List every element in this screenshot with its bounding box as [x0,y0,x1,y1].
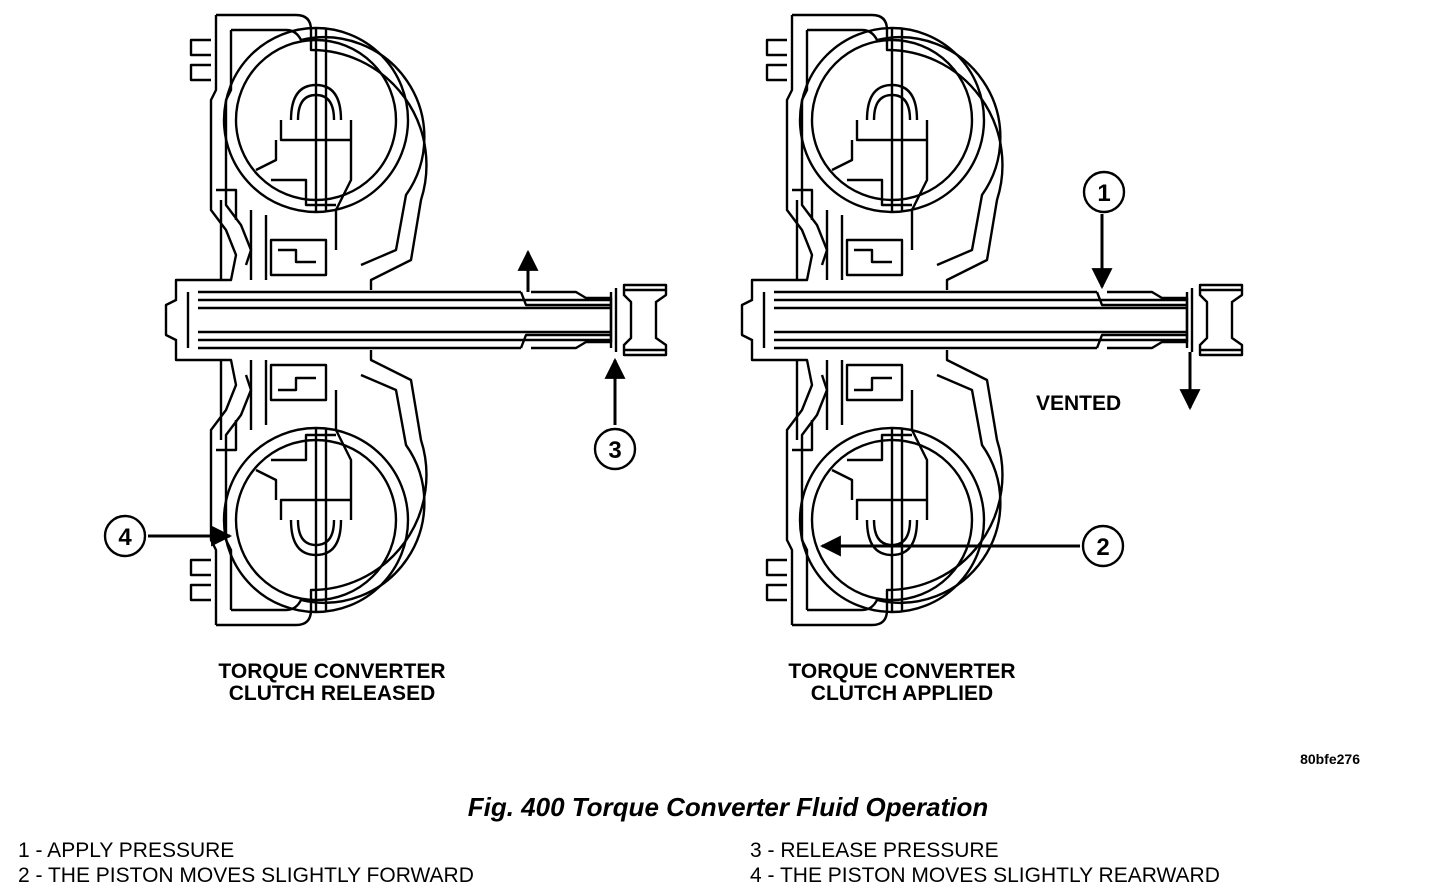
released-title-line1: TORQUE CONVERTER [218,660,445,683]
released-title-line2: CLUTCH RELEASED [229,682,436,705]
legend-item-1: 1 - APPLY PRESSURE [18,839,235,862]
callout-3: 3 [608,437,621,464]
figure-caption: Fig. 400 Torque Converter Fluid Operatio… [467,792,989,822]
legend-item-4: 4 - THE PISTON MOVES SLIGHTLY REARWARD [750,864,1220,887]
legend-item-2: 2 - THE PISTON MOVES SLIGHTLY FORWARD [18,864,474,887]
applied-title-line1: TORQUE CONVERTER [788,660,1015,683]
callout-4-circle [103,514,147,558]
reference-code: 80bfe276 [1300,751,1360,767]
callout-3-circle [593,427,637,471]
callout-2-circle [1081,524,1125,568]
callout-1-circle [1082,170,1126,214]
vented-label: VENTED [1036,392,1121,415]
callout-1: 1 [1097,180,1110,207]
converter-released [164,13,668,627]
converter-applied [740,13,1244,627]
legend-left: 1 - APPLY PRESSURE 2 - THE PISTON MOVES … [18,838,474,888]
callout-4: 4 [118,524,132,551]
applied-title-line2: CLUTCH APPLIED [811,682,993,705]
callout-2: 2 [1096,534,1109,561]
legend-right: 3 - RELEASE PRESSURE 4 - THE PISTON MOVE… [750,838,1220,888]
legend-item-3: 3 - RELEASE PRESSURE [750,839,999,862]
